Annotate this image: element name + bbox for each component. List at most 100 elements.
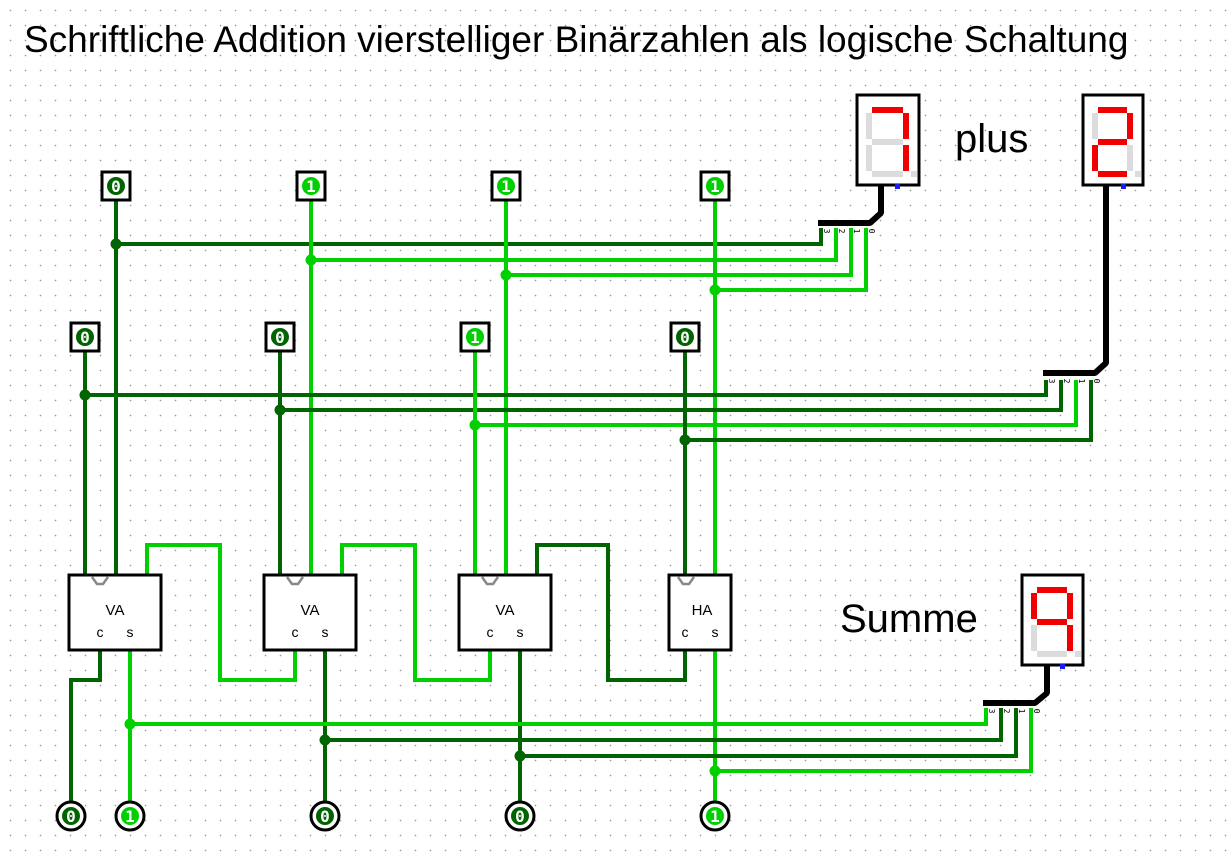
wire-b3-to-splitter [85,380,1048,397]
pin-state-indicator [271,328,289,346]
input-pin-a1[interactable]: 1 [490,170,522,202]
segment-f [1092,113,1098,139]
splitter-bit-label: 2 [1002,709,1011,714]
adder-box[interactable] [457,573,553,652]
clock-notch-icon [480,576,500,586]
pin-state-indicator [497,177,515,195]
adder-box[interactable] [262,573,358,652]
output-pin-s0: 1 [699,800,731,832]
junction-a2 [305,254,317,266]
wire-a3-to-splitter [116,228,823,246]
output-pin-carry_out: 0 [55,800,87,832]
segment-a [1037,587,1067,593]
junction-a0 [709,284,721,296]
junction-s0 [709,765,721,777]
input-pin-a2[interactable]: 1 [295,170,327,202]
wire-a2-to-splitter [311,228,838,262]
input-pin-a3[interactable]: 0 [100,170,132,202]
decimal-point [911,171,917,177]
pin-state-indicator [121,807,139,825]
splitter-bus [1043,185,1109,376]
splitter-bit-label: 0 [867,229,876,234]
pin-value: 0 [111,177,121,196]
pin-state-indicator [706,177,724,195]
pin-state-indicator [511,807,529,825]
junction-a1 [500,269,512,281]
wires [69,198,1093,804]
segment-c [903,145,909,171]
carry-port-label: c [487,624,494,640]
sum-port-label: s [712,624,719,640]
pin-box[interactable] [69,321,101,353]
carry-port-label: c [682,624,689,640]
pin-value: 1 [501,177,511,196]
wire-b2-to-splitter [280,380,1063,412]
splitter-bit-label: 1 [1017,709,1026,714]
carry-port-label: c [97,624,104,640]
segment-d [872,171,903,177]
pin-value: 1 [710,807,720,826]
pin-value: 1 [470,328,480,347]
splitter-bit-label: 3 [822,229,831,234]
clock-notch-icon [676,576,696,586]
pin-state-indicator [76,328,94,346]
wire-carry-out [69,650,102,804]
wire-s0-to-splitter [715,708,1033,773]
adder-box[interactable] [67,573,163,652]
segment-d [1098,171,1127,177]
pin-box[interactable] [295,170,327,202]
segment-e [1092,145,1098,171]
sum-port-label: s [127,624,134,640]
input-pin-b2[interactable]: 0 [264,321,296,353]
segment-a [872,107,903,113]
junction-a3 [110,238,122,250]
hex-display-a: 7 [855,93,921,189]
pin-value: 1 [710,177,720,196]
junction-b1 [469,419,481,431]
decimal-point [1135,171,1141,177]
input-pin-b3[interactable]: 0 [69,321,101,353]
page-title: Schriftliche Addition vierstelliger Binä… [24,19,1128,60]
plus-label: plus [955,117,1028,161]
wire-a1-to-splitter [506,228,853,277]
summe-label: Summe [840,597,978,641]
junction-s1 [514,750,526,762]
pin-box[interactable] [490,170,522,202]
wire-s1-to-splitter [520,708,1018,758]
segment-e [866,145,872,171]
sum-port-label: s [322,624,329,640]
sum-port-label: s [517,624,524,640]
wire-b0-to-splitter [685,380,1093,442]
segment-f [1031,593,1037,619]
segment-d [1037,651,1067,657]
display-anchor-icon [1121,184,1126,189]
pin-state-indicator [302,177,320,195]
segment-c [1067,625,1073,651]
pin-value: 0 [66,807,76,826]
input-pin-b1[interactable]: 1 [459,321,491,353]
splitter-bus [818,185,884,226]
hex-display-sum: 9 [1020,573,1085,669]
adder-box[interactable] [667,573,733,652]
input-pin-b0[interactable]: 0 [669,321,701,353]
segment-b [903,113,909,139]
clock-notch-icon [285,576,305,586]
pin-state-indicator [466,328,484,346]
wire-b1-to-splitter [475,380,1078,427]
wire-s3-to-splitter [130,708,988,726]
segment-f [866,113,872,139]
pin-value: 0 [515,807,525,826]
splitter-bit-label: 1 [852,229,861,234]
display-anchor-icon [895,184,900,189]
junction-b2 [274,404,286,416]
input-pin-a0[interactable]: 1 [699,170,731,202]
segment-g [1098,139,1127,145]
pin-state-indicator [62,807,80,825]
